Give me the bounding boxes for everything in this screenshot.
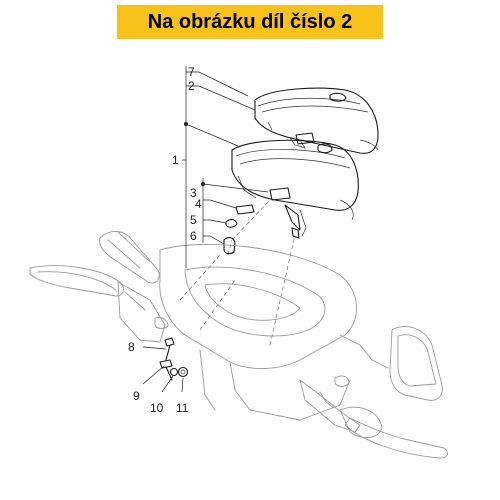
part-9-bolt-shank xyxy=(165,366,173,381)
callout-5: 5 xyxy=(190,213,197,227)
callout-7: 7 xyxy=(188,65,195,79)
callout-2: 2 xyxy=(188,79,195,93)
callout-11: 11 xyxy=(176,401,189,415)
callout-10: 10 xyxy=(150,401,164,415)
fasteners xyxy=(159,337,189,381)
part-9-bolt-head xyxy=(159,359,173,369)
callout-6: 6 xyxy=(190,229,197,243)
part-6-bushing xyxy=(223,237,236,255)
part-4-gasket xyxy=(235,204,255,215)
part-8-screw-head xyxy=(164,337,175,347)
callout-4: 4 xyxy=(195,197,202,211)
handlebar-cover xyxy=(159,244,373,421)
part-5-grommet xyxy=(225,219,238,228)
part-10-washer xyxy=(169,367,179,377)
part-11-nut xyxy=(177,366,189,378)
callout-leaders xyxy=(142,66,269,393)
callout-1: 1 xyxy=(172,153,179,167)
callout-labels: 7 2 1 3 4 5 6 8 9 10 11 xyxy=(128,65,202,415)
small-parts xyxy=(223,204,255,255)
instrument-cover-upper xyxy=(254,87,379,154)
callout-8: 8 xyxy=(128,340,135,354)
left-handlebar xyxy=(29,231,169,343)
part-8-screw-shank xyxy=(165,344,171,361)
callout-3: 3 xyxy=(190,186,197,200)
right-handlebar xyxy=(299,326,448,459)
alignment-lines xyxy=(179,199,296,346)
callout-9: 9 xyxy=(133,389,140,403)
instrument-panel-lower xyxy=(231,139,359,239)
page-title-banner: Na obrázku díl číslo 2 xyxy=(117,5,383,39)
